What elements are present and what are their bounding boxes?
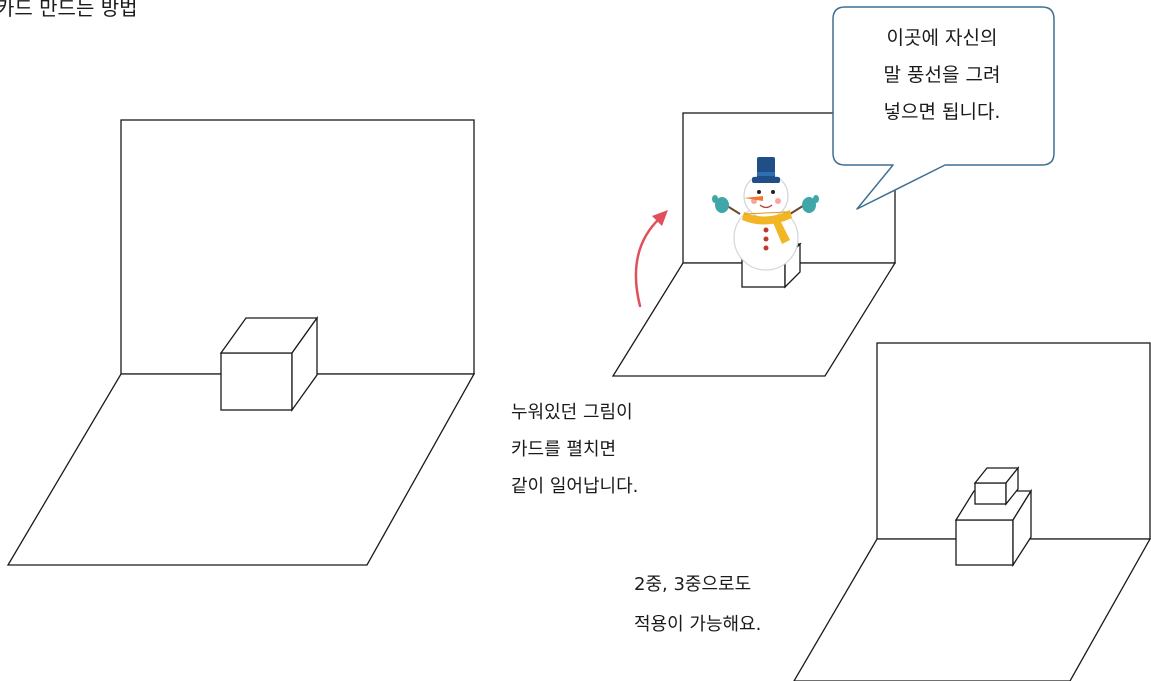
speech-bubble-text: 이곳에 자신의 말 풍선을 그려 넣으면 됩니다.	[830, 20, 1054, 131]
caption-line: 같이 일어납니다.	[511, 476, 639, 497]
snowman-card-diagram	[611, 112, 897, 377]
snowman-card-floor	[611, 262, 897, 377]
upper-box	[973, 466, 1020, 506]
bubble-line: 넣으면 됩니다.	[883, 101, 1001, 123]
standup-caption: 누워있던 그림이 카드를 펼치면 같이 일어납니다.	[511, 394, 638, 505]
box-popup	[219, 315, 319, 413]
snowman-illustration	[712, 157, 819, 271]
bubble-line: 말 풍선을 그려	[883, 64, 1001, 86]
basic-card-diagram	[6, 119, 476, 566]
caption-line: 누워있던 그림이	[511, 402, 633, 423]
layered-card-diagram	[793, 342, 1151, 681]
card-floor-panel	[6, 373, 476, 566]
speech-bubble	[832, 6, 1055, 210]
layered-card-floor	[793, 538, 1151, 681]
caption-line: 적용이 가능해요.	[634, 614, 762, 635]
caption-line: 2중, 3중으로도	[634, 574, 752, 595]
curved-arrow-icon	[634, 210, 668, 308]
layers-caption: 2중, 3중으로도 적용이 가능해요.	[634, 565, 761, 645]
caption-line: 카드를 펼치면	[511, 439, 617, 460]
page-title: 카드 만드는 방법	[0, 0, 138, 20]
bubble-line: 이곳에 자신의	[886, 27, 998, 49]
